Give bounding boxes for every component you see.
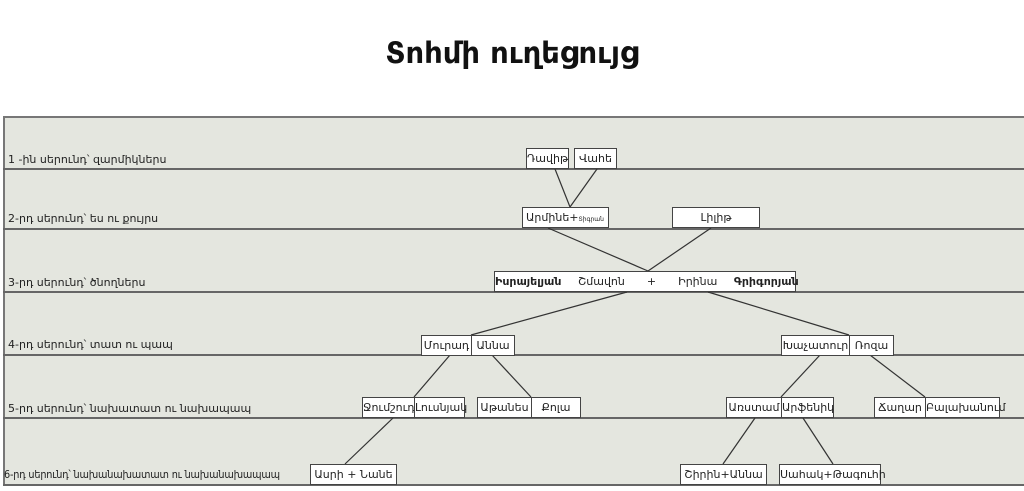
person-box: Բալախանում [925, 397, 1006, 418]
person-box: Քոլա [531, 397, 581, 418]
mother-surname: Գրիգորյան [733, 275, 799, 288]
person-box: Ռոզա [849, 335, 894, 356]
father-surname: Իսրայելյան [495, 275, 562, 288]
connector [344, 417, 394, 465]
connector [569, 168, 598, 208]
generation-label: 1 -ին սերունդ՝ զարմիկներս [8, 153, 167, 166]
person-box: Ասրի + Նանե [310, 464, 397, 485]
connector [722, 417, 756, 465]
generation-row-1 [3, 116, 1024, 170]
person-box: Լուսնյակ [414, 397, 467, 418]
generation-label: 6-րդ սերունդ՝ նախանախատատ ու նախանախապապ [4, 468, 280, 481]
spouse-name: Տիգրան [578, 216, 604, 223]
generation-label: 3-րդ սերունդ՝ ծնողներս [8, 276, 146, 289]
connector [491, 354, 532, 398]
generation-label: 2-րդ սերունդ՝ ես ու քույրս [8, 212, 159, 225]
generation-row-3 [3, 228, 1024, 293]
mother-name: Իրինա [678, 275, 718, 288]
connector [554, 168, 571, 208]
person-box: Արֆենիկ [781, 397, 834, 418]
connector [707, 291, 850, 336]
person-box: Խաչատուր [781, 335, 850, 356]
page-title: Տոհմի ուղեցույց [385, 36, 639, 70]
person-name: Արմինե+ [526, 211, 579, 224]
generation-row-5 [3, 354, 1024, 419]
person-box: Աթանես [477, 397, 532, 418]
connector [413, 354, 451, 398]
generation-label: 5-րդ սերունդ՝ նախատատ ու նախապապ [8, 402, 252, 415]
person-box: Առստամ [726, 397, 782, 418]
person-box: Մուրադ [421, 335, 472, 356]
connector [470, 291, 628, 336]
person-box: Ջումշուդ [362, 397, 415, 418]
connector [547, 227, 649, 272]
person-box: Վահե [574, 148, 617, 169]
person-box: Արմինե+Տիգրան [522, 207, 609, 228]
person-box: Դավիթ [526, 148, 569, 169]
father-name: Շմավոն [577, 275, 625, 288]
generation-label: 4-րդ սերունդ՝ տատ ու պապ [8, 338, 173, 351]
person-box: Աննա [471, 335, 515, 356]
connector [869, 354, 926, 398]
person-box: Շիրին+Աննա [680, 464, 767, 485]
family-tree-panel [3, 116, 1024, 485]
person-box: Ճաղար [874, 397, 926, 418]
plus-sign: + [646, 275, 657, 288]
parents-box: Իսրայելյան Շմավոն + Իրինա Գրիգորյան [494, 271, 799, 292]
generation-row-2 [3, 168, 1024, 230]
generation-row-6 [3, 417, 1024, 486]
person-box: Սահակ+Թագուհի [779, 464, 886, 485]
connector [647, 227, 712, 272]
person-box: Լիլիթ [672, 207, 760, 228]
connector [780, 354, 821, 398]
connector [802, 417, 834, 465]
